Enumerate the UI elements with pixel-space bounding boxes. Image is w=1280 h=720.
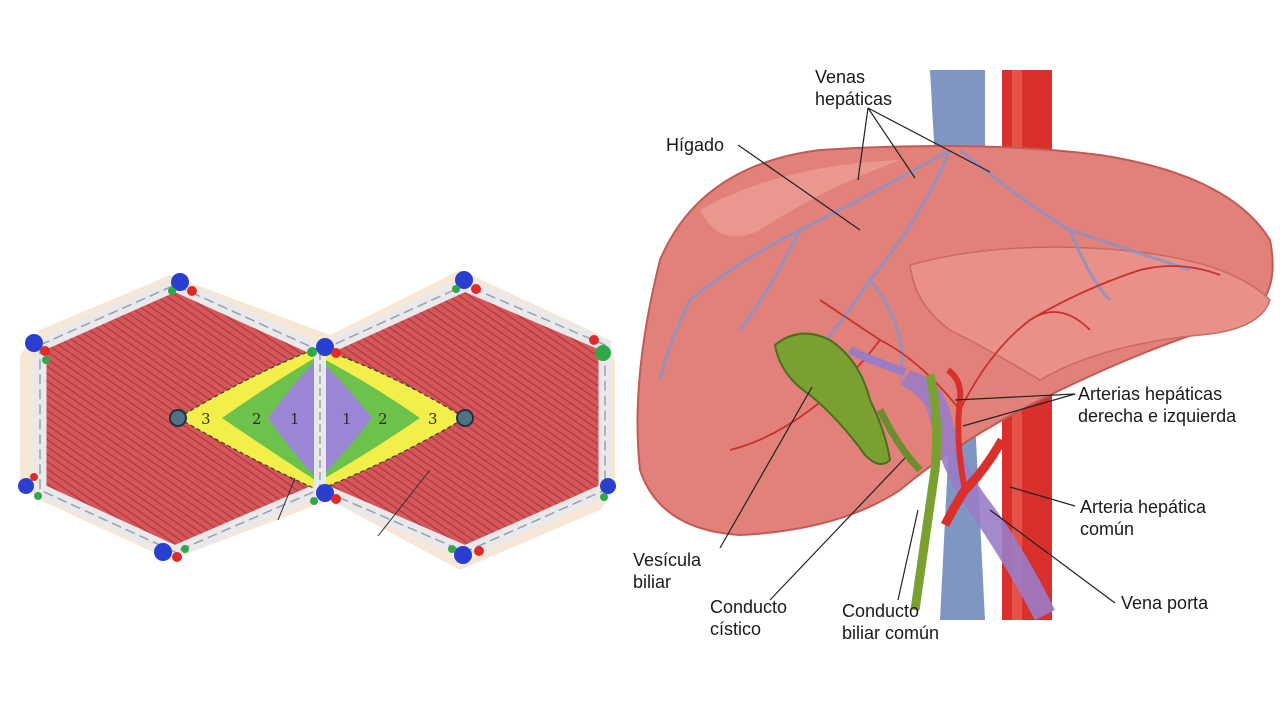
- zone-number-1-left: 1: [290, 410, 300, 428]
- lobule-pointer-right: [377, 469, 431, 537]
- label-vena-porta: Vena porta: [1121, 593, 1209, 613]
- common-bile-duct: [910, 374, 942, 611]
- label-biliar-line2: biliar común: [842, 623, 940, 643]
- label-higado: Hígado: [666, 135, 725, 155]
- left-central-vein: [169, 409, 187, 427]
- label-biliar-line1: Conducto: [842, 601, 920, 621]
- portal-triad-top-left: [168, 273, 197, 296]
- acinus-outline: [176, 347, 467, 491]
- zone-number-2-right: 2: [378, 410, 388, 428]
- label-vesicula-line2: biliar: [633, 572, 672, 592]
- liver-left-lobe: [909, 246, 1271, 381]
- zone-number-1-right: 1: [342, 410, 352, 428]
- label-vesicula-line1: Vesícula: [633, 550, 702, 570]
- label-conducto-biliar-comun: Conducto biliar común: [842, 600, 939, 644]
- label-arterias-hepaticas: Arterias hepáticas derecha e izquierda: [1078, 383, 1236, 427]
- label-vesicula-biliar: Vesícula biliar: [633, 549, 701, 593]
- label-venas-line2: hepáticas: [815, 89, 893, 109]
- lobule-diagram: 3 2 1 1 2 3: [18, 270, 616, 570]
- label-arterias-line2: derecha e izquierda: [1078, 406, 1237, 426]
- portal-triad-middle-bottom: [310, 484, 341, 505]
- label-arteria-comun-line2: común: [1080, 519, 1135, 539]
- liver-highlight: [700, 160, 900, 237]
- portal-triad-top-right: [452, 271, 481, 294]
- portal-triad-bottom-right: [448, 545, 484, 564]
- label-venas-line1: Venas: [815, 67, 866, 87]
- zone-number-2-left: 2: [252, 410, 262, 428]
- portal-vein-branch: [848, 346, 907, 376]
- label-venas-hepaticas: Venas hepáticas: [815, 66, 892, 110]
- label-cistico-line2: cístico: [710, 619, 762, 639]
- label-arteria-hepatica-comun: Arteria hepática común: [1080, 496, 1206, 540]
- label-arteria-comun-line1: Arteria hepática: [1080, 497, 1207, 517]
- label-cistico-line1: Conducto: [710, 597, 788, 617]
- portal-triad-far-right-bottom: [600, 478, 616, 501]
- hepatic-artery-branches: [729, 265, 1221, 451]
- zone-number-3-right: 3: [428, 410, 438, 428]
- gallbladder: [773, 332, 892, 465]
- portal-triad-far-left-bottom: [18, 473, 42, 500]
- label-conducto-cistico: Conducto cístico: [710, 596, 787, 640]
- leader-lines: [719, 107, 1116, 604]
- portal-triad-middle-top: [307, 338, 341, 358]
- lobule-pointer-left: [277, 477, 296, 521]
- zone-number-3-left: 3: [201, 410, 211, 428]
- portal-triad-far-right-top: [589, 335, 611, 361]
- portal-triad-bottom-left: [154, 543, 189, 562]
- label-arterias-line1: Arterias hepáticas: [1078, 384, 1223, 404]
- portal-triad-far-left-top: [25, 334, 50, 364]
- cystic-duct: [876, 408, 923, 473]
- right-central-vein: [456, 409, 474, 427]
